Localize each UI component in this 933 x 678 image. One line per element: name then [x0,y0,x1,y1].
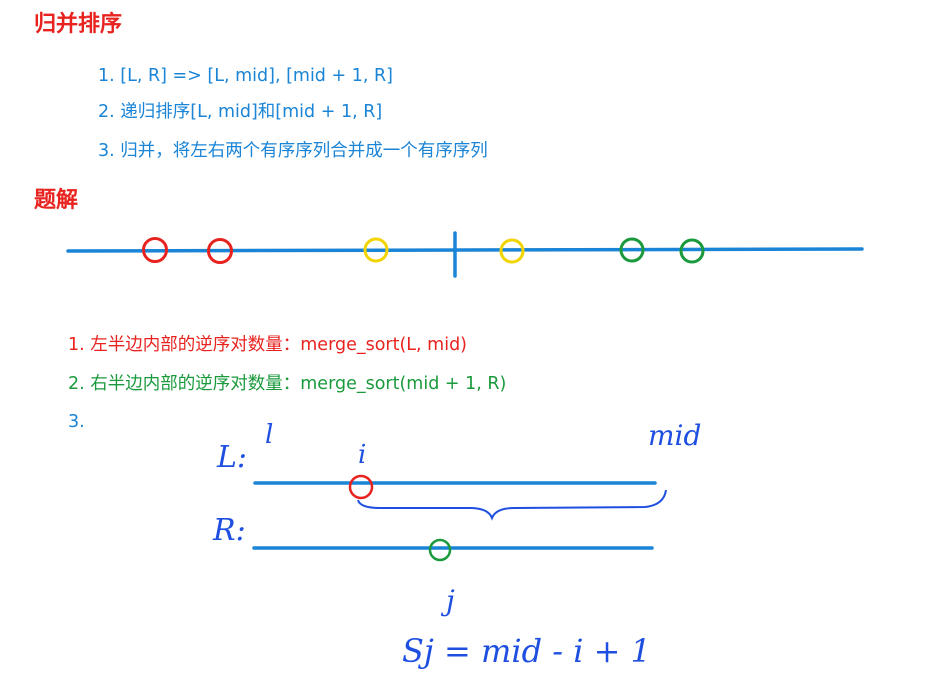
merge-step-2: 2. 递归排序[L, mid]和[mid + 1, R] [98,102,383,122]
merge-step-1: 1. [L, R] => [L, mid], [mid + 1, R] [98,66,393,86]
case-left-inversions: 1. 左半边内部的逆序对数量：merge_sort(L, mid) [68,335,468,355]
case-right-inversions: 2. 右半边内部的逆序对数量：merge_sort(mid + 1, R) [68,374,507,394]
mark-l: l [265,420,273,450]
mark-j: j [440,584,455,617]
mark-i: i [358,440,366,470]
yellow-point-1 [363,237,389,263]
bracket-brace [357,489,667,521]
red-point-1 [142,237,168,263]
pointer-j-circle [428,538,452,562]
formula-count: Sj = mid - i + 1 [402,632,651,670]
case-cross-inversions: 3. [68,412,85,432]
heading-merge-sort: 归并排序 [34,12,123,37]
green-point-2 [679,238,705,264]
mark-mid: mid [648,419,701,452]
green-point-1 [619,237,645,263]
label-R: R: [212,513,246,548]
label-L: L: [216,440,247,475]
number-line-diagram [66,231,864,278]
pointer-i-circle [348,474,374,500]
yellow-point-2 [499,238,525,264]
merge-sketch: L: l i mid R: j Sj = mid - i + 1 [212,419,701,670]
merge-step-3: 3. 归并，将左右两个有序序列合并成一个有序序列 [98,141,488,161]
number-line [66,247,864,253]
heading-solution: 题解 [34,188,79,213]
red-point-2 [207,238,233,264]
